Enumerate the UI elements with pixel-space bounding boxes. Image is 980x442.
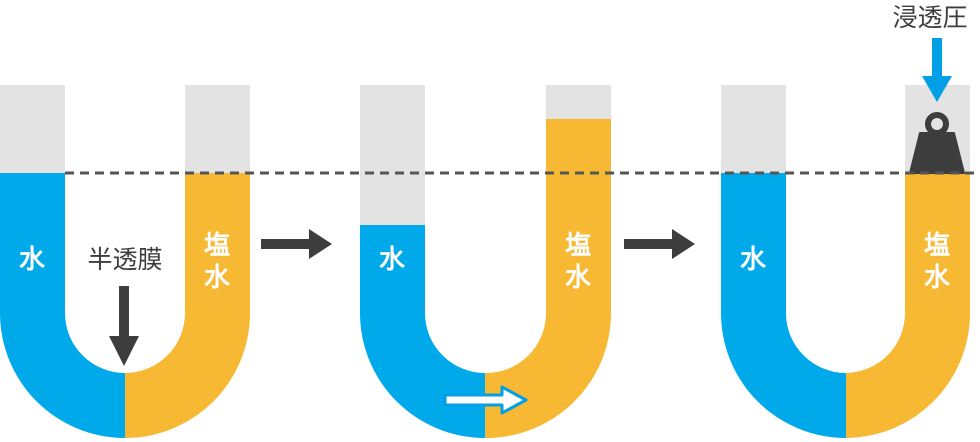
tube-1-salt-label-top: 塩 xyxy=(204,231,230,261)
tube-3-water xyxy=(721,173,846,438)
down-arrow-icon xyxy=(922,38,952,102)
tube-2-salt-label-bottom: 水 xyxy=(565,263,592,293)
weight-icon xyxy=(909,112,965,174)
tube-1-left-empty xyxy=(0,85,65,173)
membrane-label: 半透膜 xyxy=(87,245,162,274)
tube-1-right-empty xyxy=(185,85,250,173)
osmotic-pressure-label: 浸透圧 xyxy=(892,3,967,32)
tube-3-left-empty xyxy=(721,85,786,173)
u-tube-3: 水 塩 水 浸透圧 xyxy=(721,3,970,438)
tube-2-right-empty xyxy=(546,85,611,119)
tube-3-salt-label-bottom: 水 xyxy=(924,263,951,293)
tube-1-water xyxy=(0,173,125,438)
tube-2-left-empty xyxy=(360,85,425,225)
tube-2-salt-label-top: 塩 xyxy=(565,231,591,261)
u-tube-2: 水 塩 水 xyxy=(360,85,611,439)
tube-3-salt-water xyxy=(846,173,970,438)
outlined-right-arrow-icon xyxy=(443,385,528,415)
tube-2-water-label: 水 xyxy=(379,245,406,275)
u-tube-1: 水 塩 水 半透膜 xyxy=(0,85,250,438)
tube-1-water-label: 水 xyxy=(19,245,46,275)
right-arrow-icon xyxy=(261,229,332,259)
tube-2-water xyxy=(360,225,485,438)
tube-3-water-label: 水 xyxy=(740,245,767,275)
right-arrow-icon xyxy=(624,229,695,259)
down-arrow-icon xyxy=(109,286,139,366)
tube-1-salt-label-bottom: 水 xyxy=(204,263,231,293)
tube-2-salt-water xyxy=(485,119,611,439)
tube-1-salt-water xyxy=(125,173,250,438)
tube-3-salt-label-top: 塩 xyxy=(924,231,950,261)
